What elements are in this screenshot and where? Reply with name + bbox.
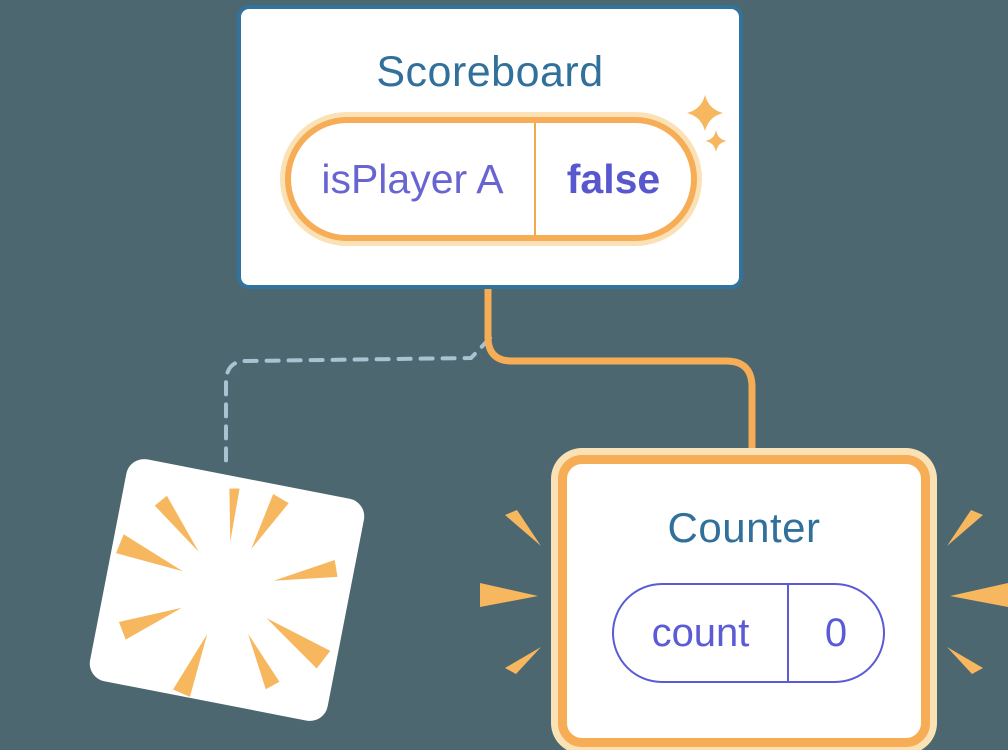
state-name: isPlayer A [321, 155, 504, 202]
poof-burst-icon [115, 488, 338, 697]
scoreboard-card: Scoreboard isPlayer A false [237, 5, 743, 289]
emphasis-rays-right-icon [947, 510, 1008, 674]
counter-state-pill: count 0 [612, 583, 885, 683]
emphasis-rays-left-icon [480, 510, 541, 674]
connector-solid-orange [484, 281, 756, 456]
counter-card: Counter count 0 [558, 455, 930, 747]
poof-card [86, 455, 368, 725]
sparkles-icon [687, 95, 727, 152]
state-value: 0 [787, 585, 883, 681]
scoreboard-state-pill: isPlayer A false [285, 117, 697, 241]
state-value: false [534, 123, 691, 235]
connector-dashed [224, 336, 492, 466]
scoreboard-title: Scoreboard [376, 48, 604, 96]
counter-title: Counter [667, 504, 821, 551]
state-name: count [651, 610, 750, 655]
